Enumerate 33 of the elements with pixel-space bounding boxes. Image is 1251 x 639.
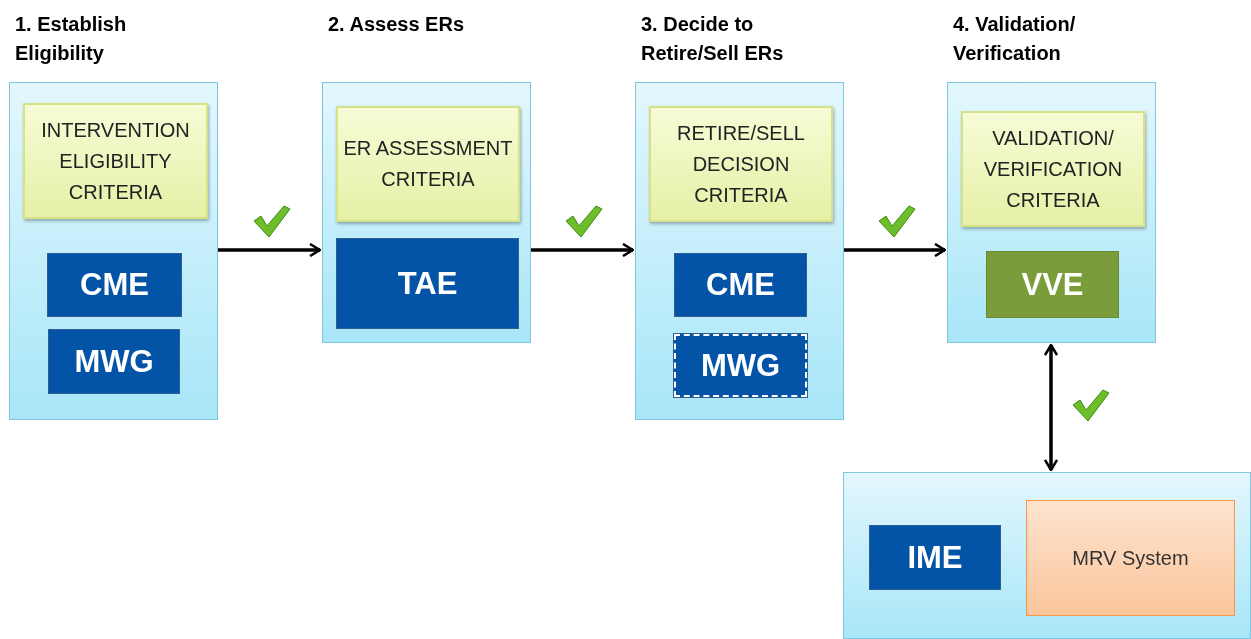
stage-panel xyxy=(843,472,1251,639)
criteria-box xyxy=(336,106,520,222)
stage-heading: 4. Validation/ Verification xyxy=(953,12,1077,66)
box-label: MWG xyxy=(74,343,154,380)
arrow xyxy=(1043,343,1059,472)
criteria-box xyxy=(961,111,1145,227)
stage-heading: 1. Establish Eligibility xyxy=(15,12,128,66)
system-box xyxy=(1026,500,1235,616)
entity-box xyxy=(869,525,1001,590)
entity-box xyxy=(336,238,519,329)
box-label: TAE xyxy=(397,265,458,302)
criteria-box xyxy=(649,106,833,222)
entity-box xyxy=(674,334,807,397)
criteria-box xyxy=(23,103,208,219)
entity-box xyxy=(674,253,807,317)
box-label: MRV System xyxy=(1072,546,1189,570)
box-label: CME xyxy=(706,267,775,303)
box-label: VALIDATION/ VERIFICATION CRITERIA xyxy=(982,125,1124,213)
entity-box xyxy=(48,329,180,394)
arrow xyxy=(531,242,635,258)
arrow xyxy=(218,242,322,258)
box-label: MWG xyxy=(700,347,781,384)
box-label: VVE xyxy=(1021,266,1084,303)
entity-box xyxy=(986,251,1119,318)
box-label: INTERVENTION ELIGIBILITY CRITERIA xyxy=(40,117,191,205)
box-label: ER ASSESSMENT CRITERIA xyxy=(342,136,514,192)
box-label: IME xyxy=(907,539,963,576)
entity-box xyxy=(47,253,182,317)
box-label: RETIRE/SELL DECISION CRITERIA xyxy=(676,120,806,208)
arrow xyxy=(844,242,947,258)
stage-heading: 2. Assess ERs xyxy=(328,12,465,37)
stage-heading: 3. Decide to Retire/Sell ERs xyxy=(641,12,785,66)
box-label: CME xyxy=(80,267,149,303)
